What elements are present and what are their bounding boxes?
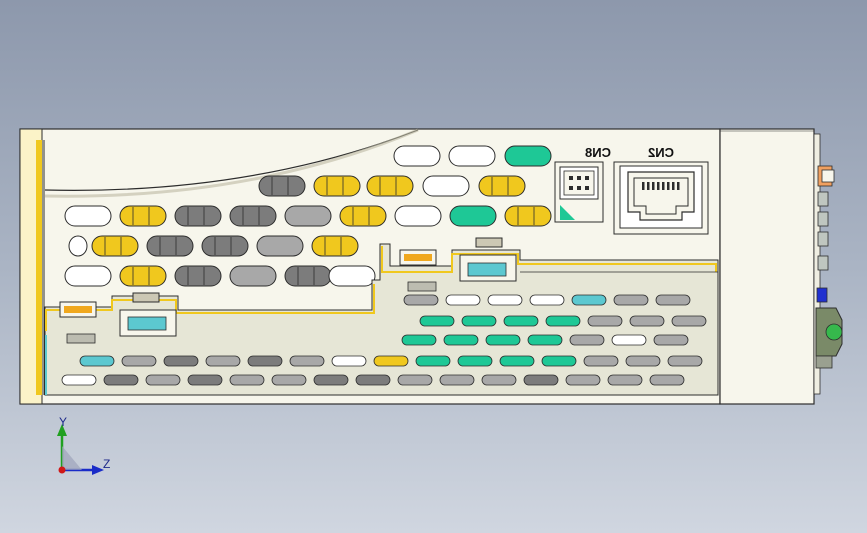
vent-slot — [289, 355, 325, 367]
vent-slot — [328, 265, 376, 287]
cn8-connector: CN8 — [554, 145, 611, 223]
vent-slot — [671, 315, 707, 327]
vent-slot — [583, 355, 619, 367]
vent-slot — [229, 374, 265, 386]
vent-slot — [373, 355, 409, 367]
vent-slot — [174, 265, 222, 287]
vent-slot — [355, 374, 391, 386]
vent-slot — [247, 355, 283, 367]
vent-slot — [229, 205, 277, 227]
vent-slot — [311, 235, 359, 257]
vent-slot — [397, 374, 433, 386]
vent-slot — [256, 235, 304, 257]
vent-slot — [313, 374, 349, 386]
cn2-label: CN2 — [648, 145, 674, 160]
vent-slot — [504, 145, 552, 167]
vent-slot — [393, 145, 441, 167]
z-axis-label: Z — [103, 457, 110, 471]
y-axis-label: Y — [59, 415, 67, 429]
vent-slot — [667, 355, 703, 367]
vent-slot — [68, 235, 88, 257]
vent-slot — [119, 205, 167, 227]
vent-slot — [422, 175, 470, 197]
vent-slot — [229, 265, 277, 287]
vent-slot — [119, 265, 167, 287]
vent-slot — [449, 205, 497, 227]
vent-slot — [313, 175, 361, 197]
vent-slot — [448, 145, 496, 167]
servo-drive-model: CN8 CN2 — [19, 128, 843, 405]
vent-slot — [415, 355, 451, 367]
vent-slot — [145, 374, 181, 386]
orientation-triad: Y Z — [57, 415, 110, 475]
vent-slot — [205, 355, 241, 367]
cn2-connector: CN2 — [613, 145, 709, 235]
vent-slot — [629, 315, 665, 327]
vent-slot — [64, 205, 112, 227]
vent-slot — [201, 235, 249, 257]
vent-slot — [529, 294, 565, 306]
vent-slot — [504, 205, 552, 227]
vent-slot — [485, 334, 521, 346]
cn8-label: CN8 — [585, 145, 611, 160]
vent-slot — [271, 374, 307, 386]
x-axis-origin — [58, 466, 66, 474]
vent-slot — [103, 374, 139, 386]
vent-slot — [284, 265, 332, 287]
vent-slot — [61, 374, 97, 386]
vent-slot — [541, 355, 577, 367]
vent-slot — [366, 175, 414, 197]
vent-slot — [487, 294, 523, 306]
vent-slot — [284, 205, 332, 227]
vent-slot — [569, 334, 605, 346]
vent-slot — [64, 265, 112, 287]
vent-slot — [79, 355, 115, 367]
vent-slot — [478, 175, 526, 197]
lower-vents — [61, 294, 707, 386]
vent-slot — [394, 205, 442, 227]
vent-slot — [527, 334, 563, 346]
vent-slot — [503, 315, 539, 327]
vent-slot — [91, 235, 139, 257]
vent-slot — [481, 374, 517, 386]
vent-slot — [587, 315, 623, 327]
vent-slot — [545, 315, 581, 327]
vent-slot — [653, 334, 689, 346]
vent-slot — [439, 374, 475, 386]
vent-slot — [445, 294, 481, 306]
vent-slot — [174, 205, 222, 227]
vent-slot — [163, 355, 199, 367]
vent-slot — [187, 374, 223, 386]
vent-slot — [443, 334, 479, 346]
vent-slot — [649, 374, 685, 386]
vent-slot — [571, 294, 607, 306]
vent-slot — [331, 355, 367, 367]
end-cap — [719, 128, 815, 405]
vent-slot — [611, 334, 647, 346]
vent-slot — [625, 355, 661, 367]
vent-slot — [655, 294, 691, 306]
vent-slot — [457, 355, 493, 367]
upper-vents — [64, 145, 552, 287]
vent-slot — [146, 235, 194, 257]
vent-slot — [613, 294, 649, 306]
vent-slot — [523, 374, 559, 386]
vent-slot — [565, 374, 601, 386]
vent-slot — [607, 374, 643, 386]
vent-slot — [401, 334, 437, 346]
vent-slot — [499, 355, 535, 367]
vent-slot — [258, 175, 306, 197]
vent-slot — [339, 205, 387, 227]
front-edge-stripe — [36, 140, 42, 395]
vent-slot — [419, 315, 455, 327]
vent-slot — [461, 315, 497, 327]
vent-slot — [403, 294, 439, 306]
terminal-block — [815, 165, 843, 369]
vent-slot — [121, 355, 157, 367]
